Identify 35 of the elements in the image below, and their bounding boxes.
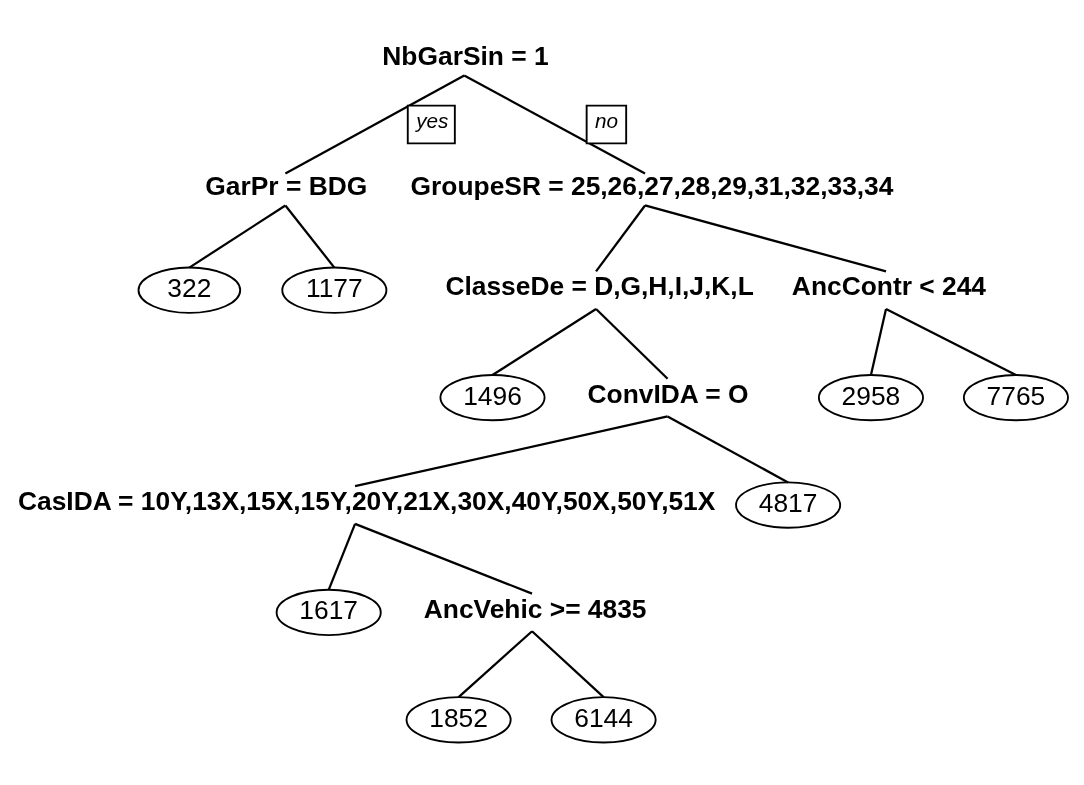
connector xyxy=(284,204,336,268)
edge-label: yes xyxy=(416,108,449,132)
connector xyxy=(327,522,357,590)
node-ellipse: 322 xyxy=(137,266,242,314)
connector xyxy=(491,307,597,376)
node-ellipse: 1496 xyxy=(439,373,546,421)
node-text: AncVehic >= 4835 xyxy=(423,593,647,624)
node-text: GroupeSR = 25,26,27,28,29,31,32,33,34 xyxy=(410,170,894,201)
connector xyxy=(463,74,646,174)
connector xyxy=(595,307,669,380)
connector xyxy=(667,414,789,483)
node-ellipse: 4817 xyxy=(735,480,842,529)
node-text: CasIDA = 10Y,13X,15X,15Y,20Y,21X,30X,40Y,50X,50Y,51X xyxy=(18,485,716,516)
connector xyxy=(284,74,465,174)
connector xyxy=(644,203,887,272)
node-text: ConvIDA = O xyxy=(587,378,749,409)
connector xyxy=(869,308,888,375)
node-text: ClasseDe = D,G,H,I,J,K,L xyxy=(445,270,754,301)
edge-label: no xyxy=(595,108,619,132)
node-ellipse: 6144 xyxy=(550,695,657,743)
connector xyxy=(885,307,1017,376)
node-ellipse: 1177 xyxy=(281,266,388,314)
connector xyxy=(531,629,605,698)
connector xyxy=(354,522,533,595)
connector xyxy=(188,204,286,269)
node-ellipse: 1852 xyxy=(405,695,512,743)
node-ellipse: 1617 xyxy=(275,588,382,636)
connector xyxy=(354,414,668,487)
node-ellipse: 2958 xyxy=(817,373,924,421)
node-text: NbGarSin = 1 xyxy=(382,40,549,71)
node-ellipse: 7765 xyxy=(962,373,1069,421)
connector xyxy=(595,204,646,272)
node-text: AncContr < 244 xyxy=(791,270,986,301)
connector xyxy=(457,629,533,698)
node-text: GarPr = BDG xyxy=(205,170,368,201)
